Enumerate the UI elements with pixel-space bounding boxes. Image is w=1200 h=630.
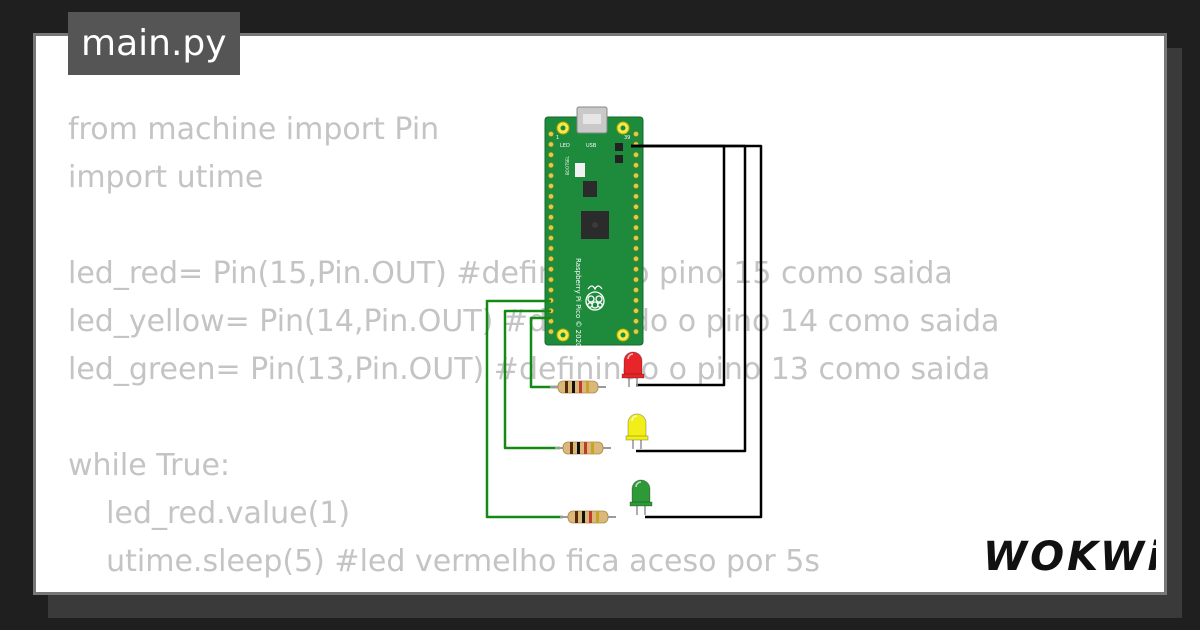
pin-pad [548,183,554,189]
pin-pad [548,141,554,148]
pin-pad [548,235,554,241]
pin-pad [633,287,639,293]
pin-pad [633,245,639,252]
pin-pad [548,318,554,325]
pin1-label: 1 [556,135,559,141]
pin-pad [548,193,554,200]
pin-pad [548,214,554,221]
resistor[interactable] [550,380,606,394]
pin-pad [548,328,554,335]
wokwi-logo: WOKWi [983,534,1156,580]
pin-pad [548,172,554,179]
wire-signal-yellow [503,309,560,450]
leds [621,351,653,515]
pin-pad [633,266,639,273]
pin-pad [633,328,639,335]
pin-pad [548,287,554,293]
bootsel-label: BOOTSEL [565,156,570,175]
pin-pad [548,151,554,158]
pin-pad [633,297,639,304]
wire-ground-green [631,144,763,519]
pin-pad [633,307,639,314]
resistor[interactable] [555,441,611,455]
pin-pad [633,162,639,169]
pin-pad [548,203,554,210]
pin-header-right [633,131,639,335]
resistors [550,380,616,524]
pin-pad [633,318,639,325]
pin-pad [633,183,639,189]
wire-ground-yellow [631,144,747,453]
pin-pad [548,255,554,262]
led-red[interactable] [621,351,645,387]
pin-pad [548,266,554,273]
wire-ground-red [631,144,726,387]
pin-pad [633,151,639,158]
wokwi-logo-text: WOKWi [983,534,1156,580]
code-line: led_red.value(1) [68,496,351,531]
wire-signal-green [485,299,563,519]
pin-pad [633,255,639,262]
pin-pad [633,235,639,241]
pin-pad [548,162,554,169]
pin-pad [633,193,639,200]
board-label: Raspberry Pi Pico © 2020 [574,258,582,348]
pin-pad [548,276,554,283]
pico-board[interactable]: LED USB 1 39 BOOTSEL Raspberry Pi Pico ©… [544,106,644,348]
pin-pad [633,214,639,221]
led-label: LED [560,143,570,149]
flash-chip [583,181,597,197]
pin-header-left [548,131,554,335]
code-line: while True: [68,448,231,483]
led-green[interactable] [629,479,653,515]
pin-pad [633,172,639,179]
pin-pad [633,203,639,210]
pin-pad [548,224,554,231]
code-line: from machine import Pin [68,112,440,147]
pin-pad [548,245,554,252]
usb-label: USB [586,143,597,149]
pin-pad [633,276,639,283]
pin-pad [633,224,639,231]
resistor[interactable] [560,510,616,524]
wire-signal-red [529,316,558,389]
code-line: led_red= Pin(15,Pin.OUT) #definindo o pi… [68,256,953,291]
filename-tab[interactable]: main.py [68,12,240,75]
pin-pad [633,131,639,137]
preview-card: from machine import Pin import utime led_r… [33,33,1167,595]
bootsel-button[interactable] [575,163,585,177]
pin-pad [548,131,554,137]
code-line: utime.sleep(5) #led vermelho fica aceso … [68,544,821,579]
led-yellow[interactable] [625,413,649,449]
pin39-label: 39 [624,135,630,141]
raspberry-pi-logo [585,285,605,311]
circuit-diagram: LED USB 1 39 BOOTSEL Raspberry Pi Pico ©… [485,106,763,524]
wires [485,144,763,519]
code-line: import utime [68,160,264,195]
